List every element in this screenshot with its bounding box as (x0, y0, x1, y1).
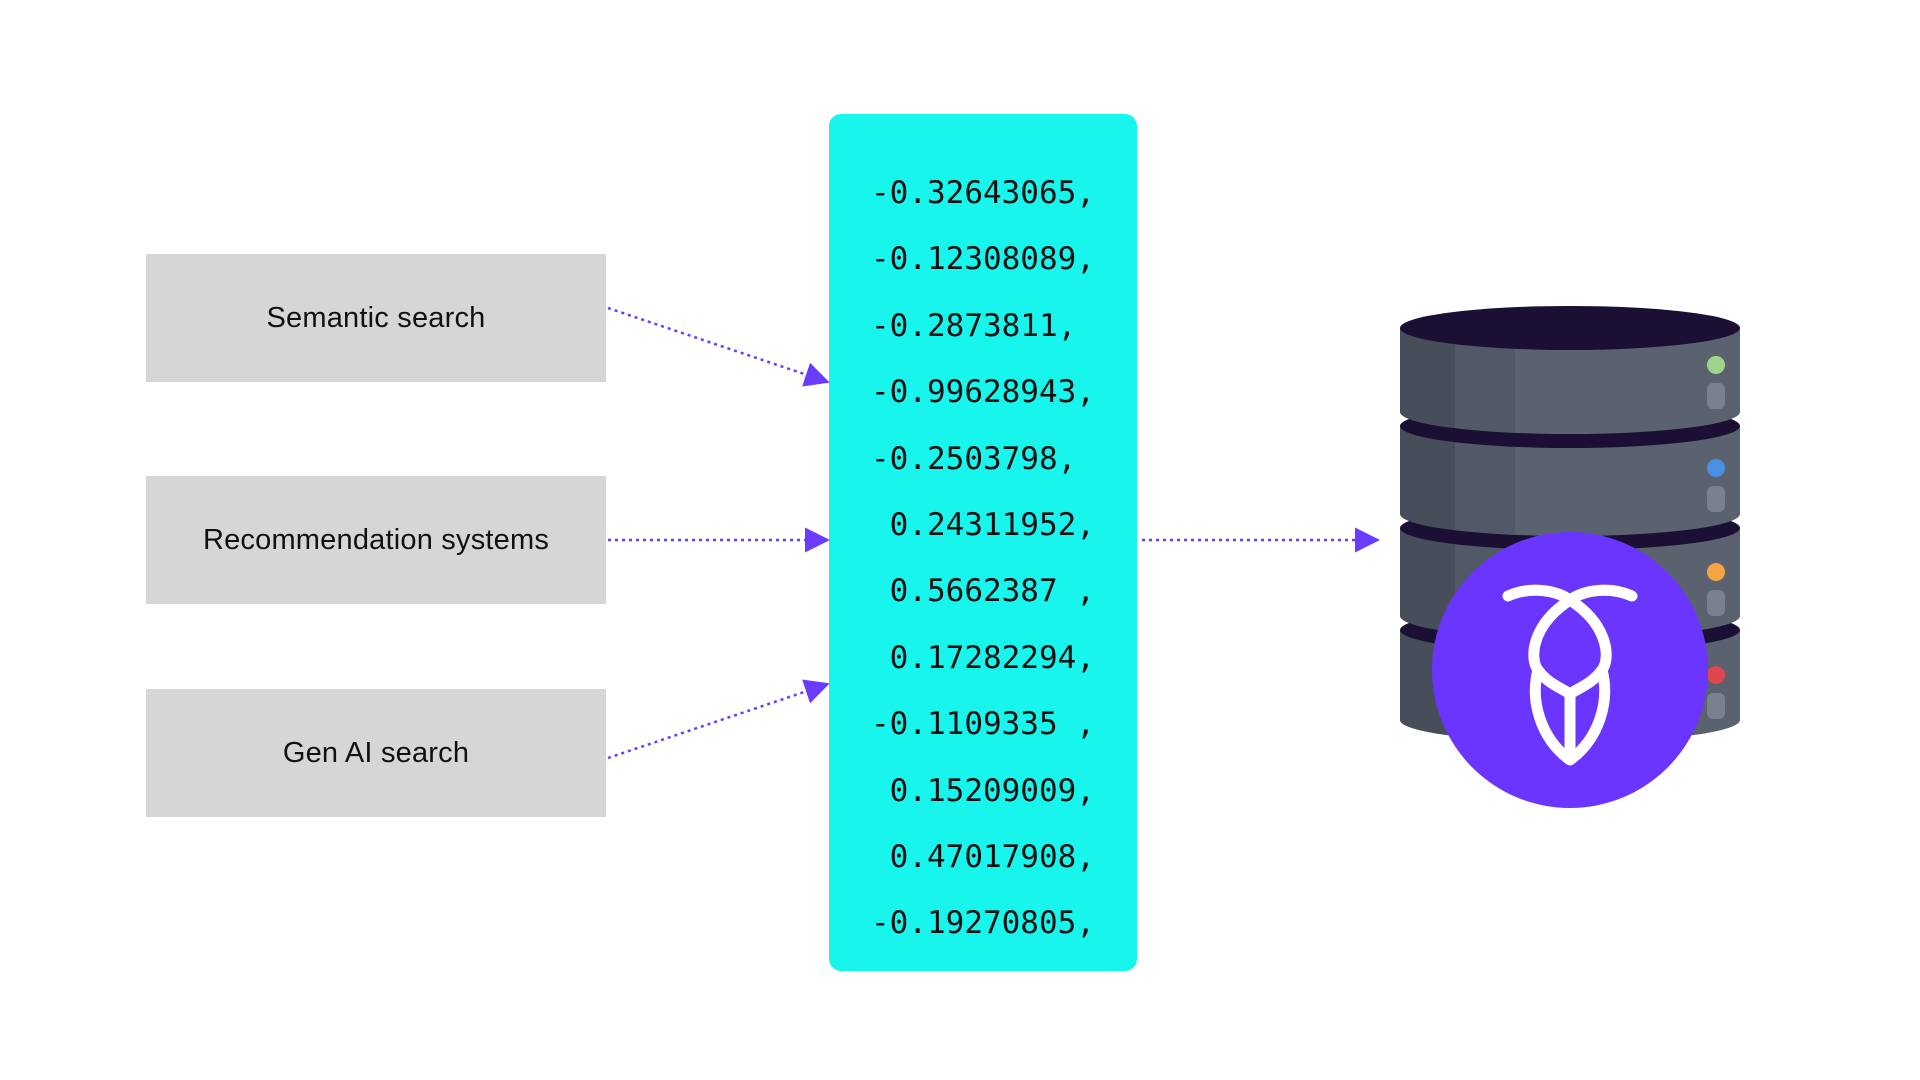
arrow-semantic-to-vector (607, 306, 830, 387)
led-blue-icon (1707, 459, 1725, 477)
led-red-icon (1707, 666, 1725, 684)
cockroach-logo-icon (1432, 532, 1708, 808)
use-case-label: Semantic search (266, 301, 486, 334)
use-case-recommendation-systems: Recommendation systems (146, 476, 606, 604)
embedding-vector-list: -0.32643065, -0.12308089, -0.2873811, -0… (829, 160, 1137, 957)
vector-value: 0.15209009, (871, 772, 1095, 809)
vector-value: -0.1109335 , (871, 706, 1095, 743)
use-case-label: Recommendation systems (202, 523, 550, 556)
vector-value: -0.19270805, (871, 905, 1095, 942)
arrow-genai-to-vector (607, 679, 830, 760)
vector-value: -0.2503798, (871, 440, 1077, 477)
vector-value: 0.47017908, (871, 838, 1095, 875)
vector-value: 0.24311952, (871, 506, 1095, 543)
vector-value: 0.5662387 , (871, 573, 1095, 610)
vector-value: 0.17282294, (871, 639, 1095, 676)
vector-value: -0.12308089, (871, 241, 1095, 278)
database-server-icon (1400, 306, 1740, 808)
drive-slot (1707, 590, 1725, 616)
vector-value: -0.99628943, (871, 374, 1095, 411)
use-case-label: Gen AI search (282, 736, 470, 769)
vector-value: -0.32643065, (871, 175, 1095, 211)
vector-value: -0.2873811, (871, 307, 1077, 344)
led-green-icon (1707, 356, 1725, 374)
drive-slot (1707, 383, 1725, 409)
use-case-gen-ai-search: Gen AI search (146, 689, 606, 817)
embedding-vector-panel: -0.32643065, -0.12308089, -0.2873811, -0… (829, 114, 1137, 971)
use-case-semantic-search: Semantic search (146, 254, 606, 382)
db-tier (1400, 306, 1740, 434)
drive-slot (1707, 693, 1725, 719)
led-orange-icon (1707, 563, 1725, 581)
drive-slot (1707, 486, 1725, 512)
